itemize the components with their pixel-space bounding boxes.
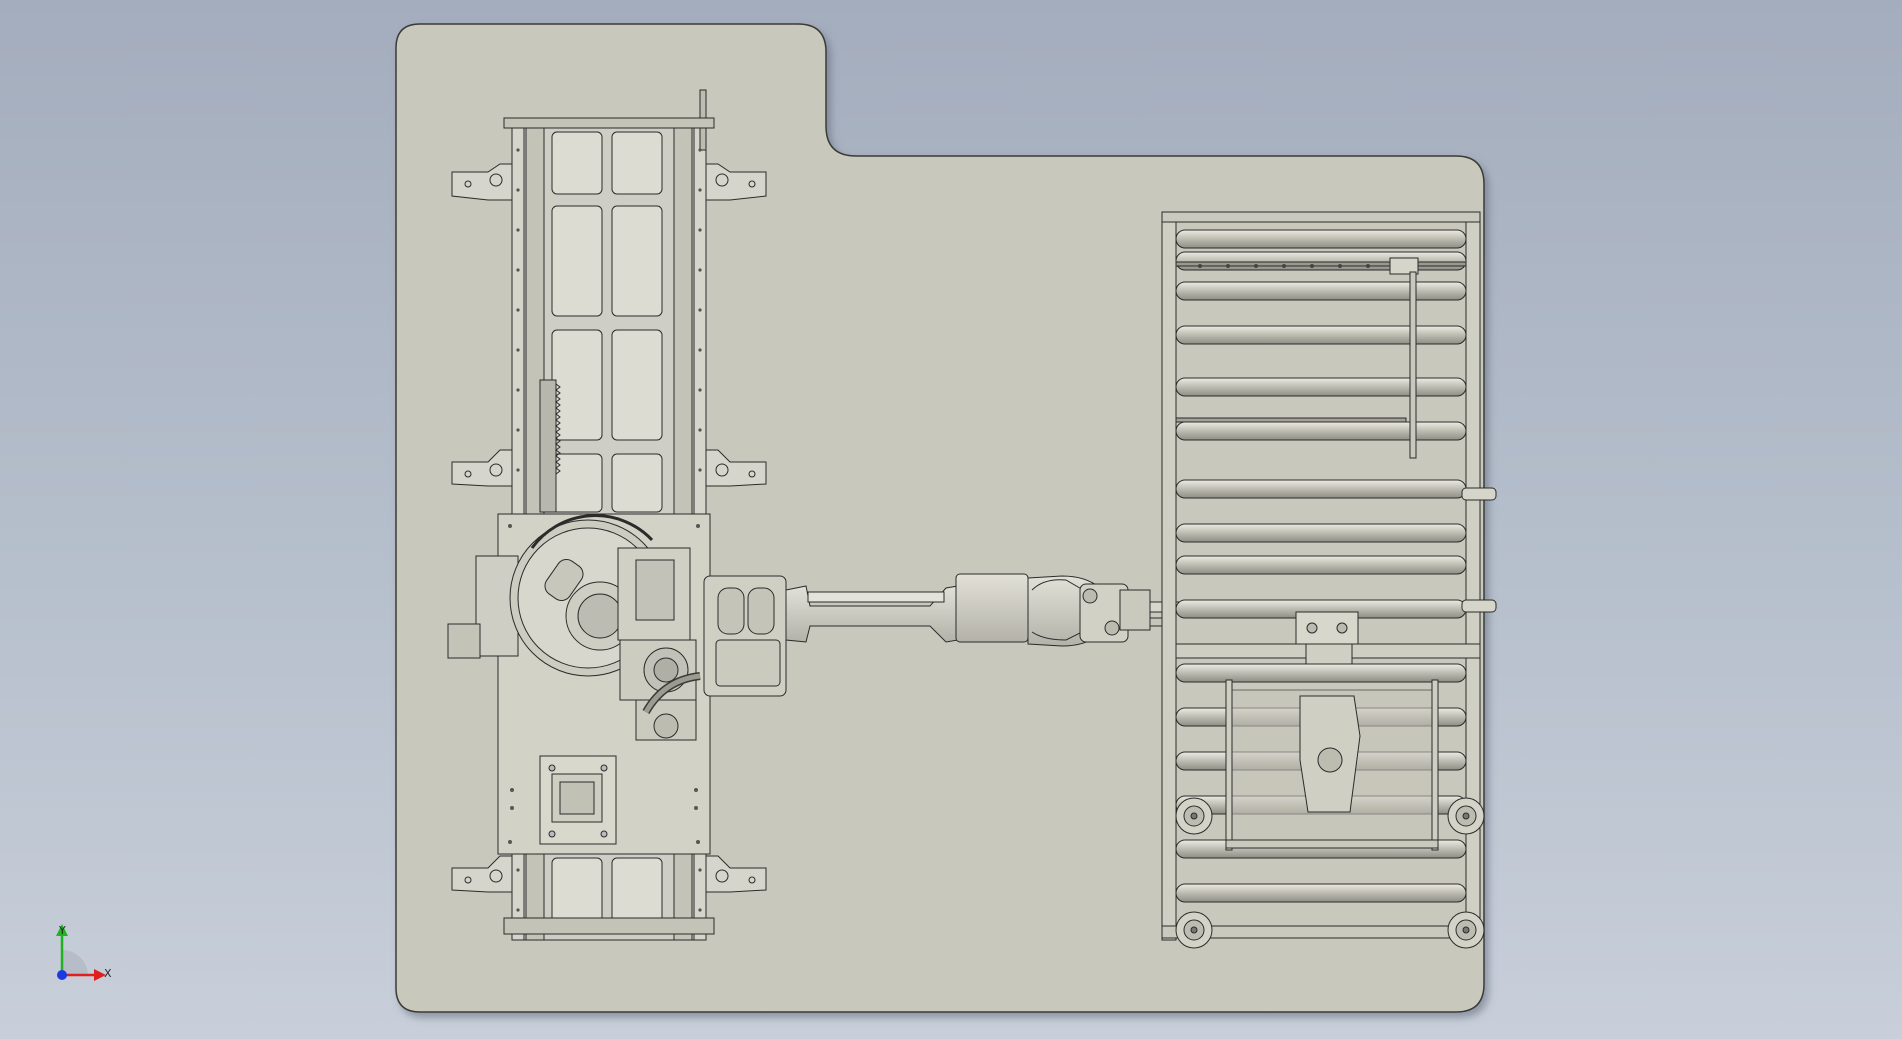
x-axis-label: X	[104, 967, 112, 980]
roller-conveyor[interactable]	[1161, 211, 1497, 949]
mounting-foot	[451, 449, 767, 487]
axis-triad: Y X	[56, 924, 112, 981]
y-axis-label: Y	[58, 924, 66, 937]
z-axis-icon	[57, 970, 67, 980]
mounting-foot	[451, 163, 767, 201]
mounting-foot	[451, 855, 767, 893]
robot-base[interactable]	[447, 513, 787, 855]
caster-wheel	[1175, 797, 1485, 949]
